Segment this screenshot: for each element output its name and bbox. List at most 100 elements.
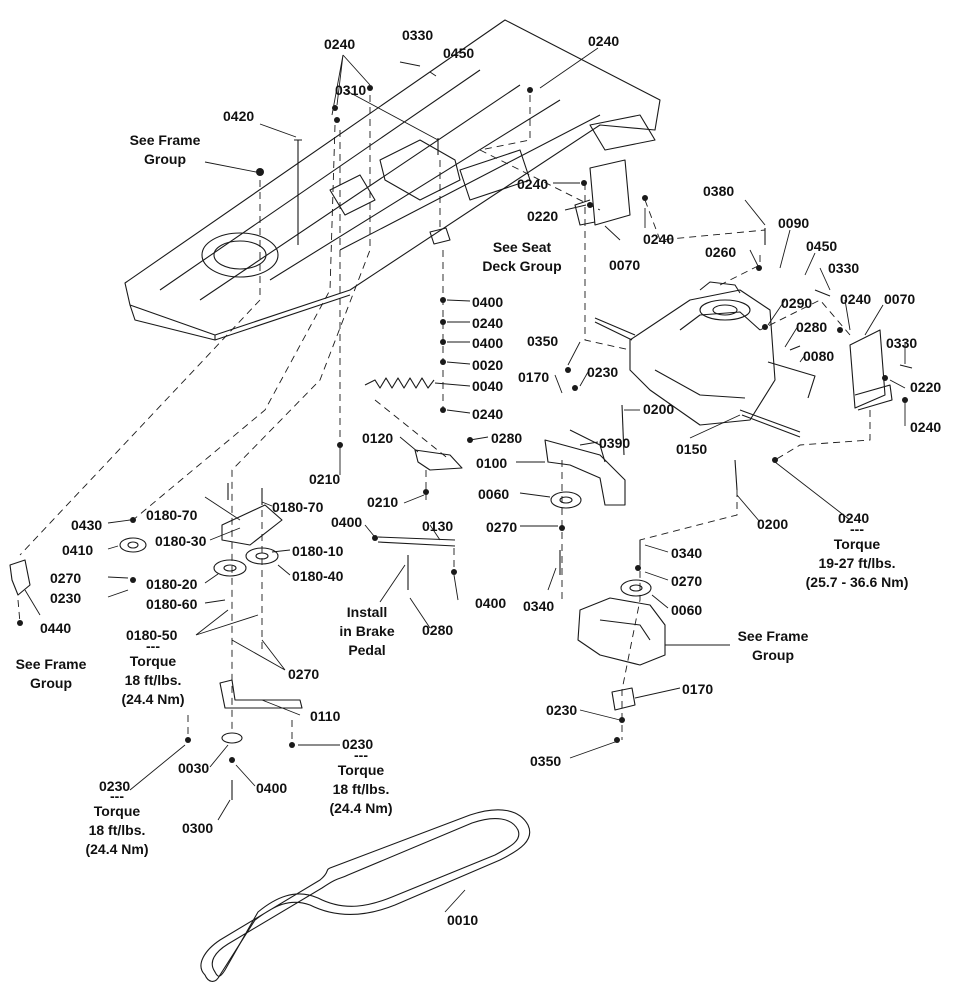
part-label-0450: 0450 <box>806 238 838 254</box>
part-label-0420: 0420 <box>223 108 255 124</box>
part-label-0280: 0280 <box>491 430 523 446</box>
part-label-0180-50: 0180-50 <box>126 627 178 643</box>
part-label-0230: 0230 <box>587 364 619 380</box>
part-label-0300: 0300 <box>182 820 214 836</box>
part-label-0230: 0230 <box>50 590 82 606</box>
part-label-0230: 0230 <box>342 736 374 752</box>
part-label-0400: 0400 <box>256 780 288 796</box>
part-label-0330: 0330 <box>886 335 918 351</box>
rod-0080 <box>767 361 816 399</box>
part-label-0210: 0210 <box>309 471 341 487</box>
part-label-0170: 0170 <box>518 369 550 385</box>
part-label-0010: 0010 <box>447 912 479 928</box>
part-label-0310: 0310 <box>335 82 367 98</box>
part-label-0280: 0280 <box>796 319 828 335</box>
part-label-0070: 0070 <box>884 291 916 307</box>
lever-0120 <box>414 449 463 471</box>
part-label-0180-40: 0180-40 <box>292 568 344 584</box>
part-label-0100: 0100 <box>476 455 508 471</box>
part-label-0070: 0070 <box>609 257 641 273</box>
transaxle-0150 <box>594 281 801 438</box>
part-label-0400: 0400 <box>472 294 504 310</box>
part-label-0260: 0260 <box>705 244 737 260</box>
part-label-0240: 0240 <box>472 406 504 422</box>
part-label-0240: 0240 <box>472 315 504 331</box>
part-label-0330: 0330 <box>828 260 860 276</box>
part-label-0290: 0290 <box>781 295 813 311</box>
bracket-0170-lower <box>611 687 636 711</box>
part-label-0350: 0350 <box>530 753 562 769</box>
part-label-0180-30: 0180-30 <box>155 533 207 549</box>
idler-arm-0180-30 <box>221 504 283 546</box>
part-label-0430: 0430 <box>71 517 103 533</box>
part-label-0220: 0220 <box>527 208 559 224</box>
part-label-0270: 0270 <box>50 570 82 586</box>
part-label-0230: 0230 <box>546 702 578 718</box>
bracket-0070-right <box>849 329 886 409</box>
drive-belt-0010 <box>200 809 531 982</box>
part-label-0110: 0110 <box>310 708 341 724</box>
part-label-0240: 0240 <box>838 510 870 526</box>
part-label-0180-10: 0180-10 <box>292 543 344 559</box>
part-label-0180-20: 0180-20 <box>146 576 198 592</box>
part-label-0200: 0200 <box>643 401 675 417</box>
part-label-0340: 0340 <box>523 598 555 614</box>
part-label-0080: 0080 <box>803 348 835 364</box>
part-label-0400: 0400 <box>472 335 504 351</box>
part-label-0240: 0240 <box>840 291 872 307</box>
part-label-0170: 0170 <box>682 681 714 697</box>
part-label-0400: 0400 <box>475 595 507 611</box>
bracket-0070-left <box>589 159 631 226</box>
dashed-line-a <box>231 95 371 730</box>
part-label-0220: 0220 <box>910 379 942 395</box>
part-label-0210: 0210 <box>367 494 399 510</box>
part-label-0090: 0090 <box>778 215 810 231</box>
part-label-0240: 0240 <box>643 231 675 247</box>
frame-assembly <box>124 19 661 341</box>
part-label-0380: 0380 <box>703 183 735 199</box>
part-label-0040: 0040 <box>472 378 504 394</box>
part-label-0060: 0060 <box>478 486 510 502</box>
part-label-0440: 0440 <box>40 620 72 636</box>
spring-0040 <box>364 377 435 389</box>
part-label-0450: 0450 <box>443 45 475 61</box>
part-label-0180-60: 0180-60 <box>146 596 198 612</box>
part-label-0330: 0330 <box>402 27 434 43</box>
part-label-0240: 0240 <box>517 176 549 192</box>
part-label-0280: 0280 <box>422 622 454 638</box>
part-label-0180-70: 0180-70 <box>146 507 198 523</box>
part-label-0240: 0240 <box>910 419 942 435</box>
part-label-0200: 0200 <box>757 516 789 532</box>
part-label-0240: 0240 <box>324 36 356 52</box>
part-label-0030: 0030 <box>178 760 210 776</box>
part-label-0390: 0390 <box>599 435 631 451</box>
part-label-0230: 0230 <box>99 778 131 794</box>
part-label-0340: 0340 <box>671 545 703 561</box>
bracket-0100 <box>544 439 626 506</box>
part-label-0130: 0130 <box>422 518 454 534</box>
part-label-0350: 0350 <box>527 333 559 349</box>
seat-deck-bracket <box>429 227 451 245</box>
leader-lines <box>24 47 906 913</box>
part-label-0270: 0270 <box>288 666 320 682</box>
part-label-0410: 0410 <box>62 542 94 558</box>
part-label-0060: 0060 <box>671 602 703 618</box>
part-label-0270: 0270 <box>486 519 518 535</box>
link-0130 <box>377 536 456 547</box>
frame-cross-member <box>577 597 666 666</box>
part-label-0270: 0270 <box>671 573 703 589</box>
part-label-0120: 0120 <box>362 430 394 446</box>
part-label-0180-70: 0180-70 <box>272 499 324 515</box>
part-label-0020: 0020 <box>472 357 504 373</box>
part-label-0240: 0240 <box>588 33 620 49</box>
